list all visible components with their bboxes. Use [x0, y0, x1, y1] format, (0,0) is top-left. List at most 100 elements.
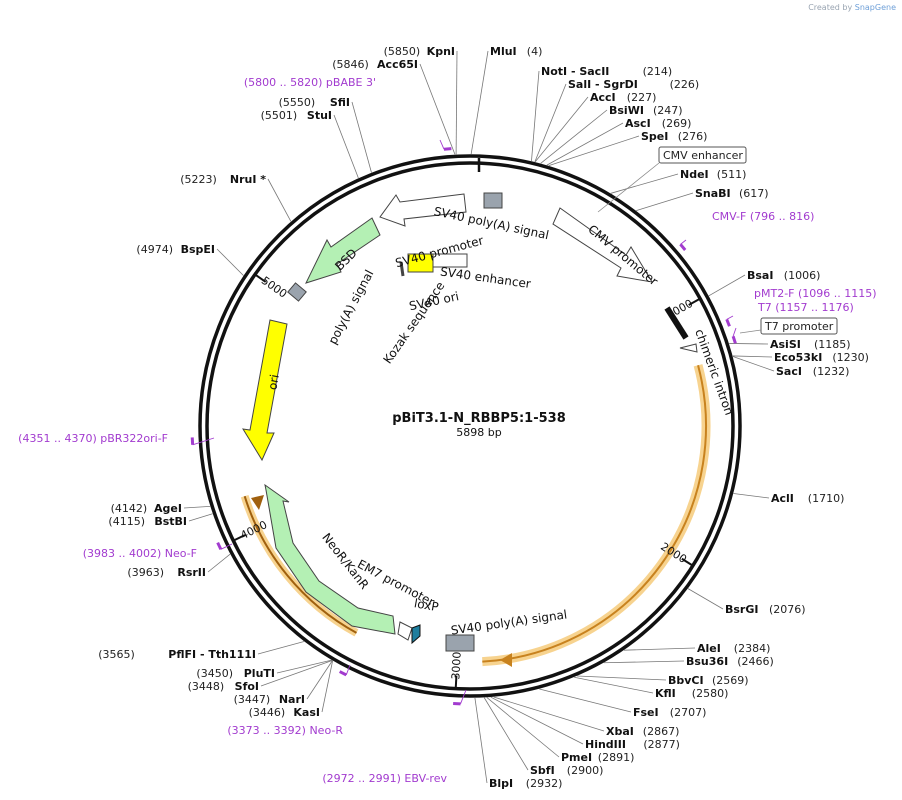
sv40-promoter-arrow [379, 193, 467, 227]
site-name: RsrII [177, 566, 206, 579]
site-leader [419, 63, 456, 155]
site-name: StuI [307, 109, 332, 122]
site-name: BstBI [154, 515, 187, 528]
t7-promoter-label: T7 promoter [764, 320, 834, 333]
primer-label: pMT2-F (1096 .. 1115) [754, 287, 877, 300]
site-position: (5501) [261, 109, 298, 122]
site-name: SacI [776, 365, 802, 378]
label-sv40-polya-bottom: SV40 poly(A) signal [450, 607, 568, 637]
site-position: (1232) [813, 365, 850, 378]
site-name: AgeI [154, 502, 182, 515]
site-position: (2580) [692, 687, 729, 700]
watermark-prefix: Created by [808, 3, 853, 12]
site-name: Bsu36I [686, 655, 728, 668]
site-position: (3447) [234, 693, 271, 706]
primer-leader [192, 437, 215, 446]
primer-leader [345, 664, 351, 676]
site-leader [474, 697, 488, 784]
backbone-outer [198, 154, 742, 698]
site-name: SalI - SgrDI [568, 78, 638, 91]
site-leader [636, 192, 694, 212]
site-position: (2900) [567, 764, 604, 777]
site-position: (5846) [332, 58, 369, 71]
site-leader [351, 101, 372, 173]
primer-leader [732, 327, 737, 337]
primer-label: (5800 .. 5820) pBABE 3' [244, 76, 376, 89]
primer-label: CMV-F (796 .. 816) [712, 210, 814, 223]
site-leader [732, 355, 773, 358]
site-leader [486, 697, 560, 758]
site-leader [333, 114, 359, 179]
site-leader [490, 696, 584, 745]
site-name: SfiI [330, 96, 350, 109]
site-position: (2466) [737, 655, 774, 668]
site-name: PluTI [244, 667, 275, 680]
site-name: PmeI [561, 751, 592, 764]
site-name: KpnI [427, 45, 455, 58]
site-position: (5850) [384, 45, 421, 58]
site-name: BspEI [181, 243, 215, 256]
primer-leader [726, 315, 734, 320]
site-name: KasI [293, 706, 320, 719]
cmv-enhancer-label: CMV enhancer [663, 149, 743, 162]
tick-label: 1000 [664, 297, 695, 322]
site-leader [623, 647, 696, 651]
primer-mark [679, 243, 687, 251]
site-name: FseI [633, 706, 659, 719]
site-leader [603, 660, 685, 664]
site-leader [531, 70, 540, 162]
chimeric-intron-bar [664, 306, 689, 340]
plasmid-length: 5898 bp [456, 426, 501, 439]
label-loxp: loxP [413, 596, 440, 614]
primer-label: (4351 .. 4370) pBR322ori-F [18, 432, 168, 445]
site-name: XbaI [606, 725, 634, 738]
site-leader [548, 135, 640, 167]
site-leader [188, 513, 213, 522]
site-name: NruI * [230, 173, 266, 186]
kozak-mark [399, 261, 405, 277]
site-name: Acc65I [377, 58, 418, 71]
site-position: (276) [678, 130, 708, 143]
loxp-shape [411, 624, 421, 645]
bsd-arrow [305, 217, 381, 284]
site-name: BsaI [747, 269, 773, 282]
tick-mark [454, 675, 458, 688]
site-leader [610, 173, 679, 194]
site-leader [276, 659, 332, 674]
site-leader [577, 675, 667, 681]
site-leader [546, 122, 624, 166]
site-name: AccI [590, 91, 616, 104]
primer-leader [680, 239, 687, 245]
t7-promoter-leader [739, 329, 762, 334]
primer-label: (2972 .. 2991) EBV-rev [322, 772, 447, 785]
site-position: (2076) [769, 603, 806, 616]
primer-mark [216, 542, 223, 550]
tick-mark [233, 534, 246, 542]
site-position: (226) [670, 78, 700, 91]
ori-arrow [242, 319, 288, 462]
site-name: KflI [655, 687, 676, 700]
primer-label: T7 (1157 .. 1176) [757, 301, 854, 314]
site-name: AsiSI [770, 338, 801, 351]
tick-mark [681, 557, 693, 566]
cmv-promoter-arrow [552, 207, 653, 283]
site-leader [470, 50, 489, 155]
site-leader [708, 274, 746, 297]
site-name: AclI [771, 492, 794, 505]
neo-arrow [264, 483, 396, 635]
site-leader [483, 697, 529, 771]
site-position: (4115) [108, 515, 145, 528]
insert-arrow [482, 364, 707, 663]
site-position: (269) [662, 117, 692, 130]
polya-box [287, 282, 307, 302]
site-position: (227) [627, 91, 657, 104]
watermark: Created by SnapGene [808, 3, 896, 12]
site-name: HindIII [585, 738, 626, 751]
cmv-enhancer-box [658, 146, 747, 164]
site-name: Eco53kI [774, 351, 822, 364]
primer-mark [725, 318, 731, 327]
primer-mark [443, 147, 452, 151]
site-position: (5550) [279, 96, 316, 109]
site-position: (3963) [127, 566, 164, 579]
